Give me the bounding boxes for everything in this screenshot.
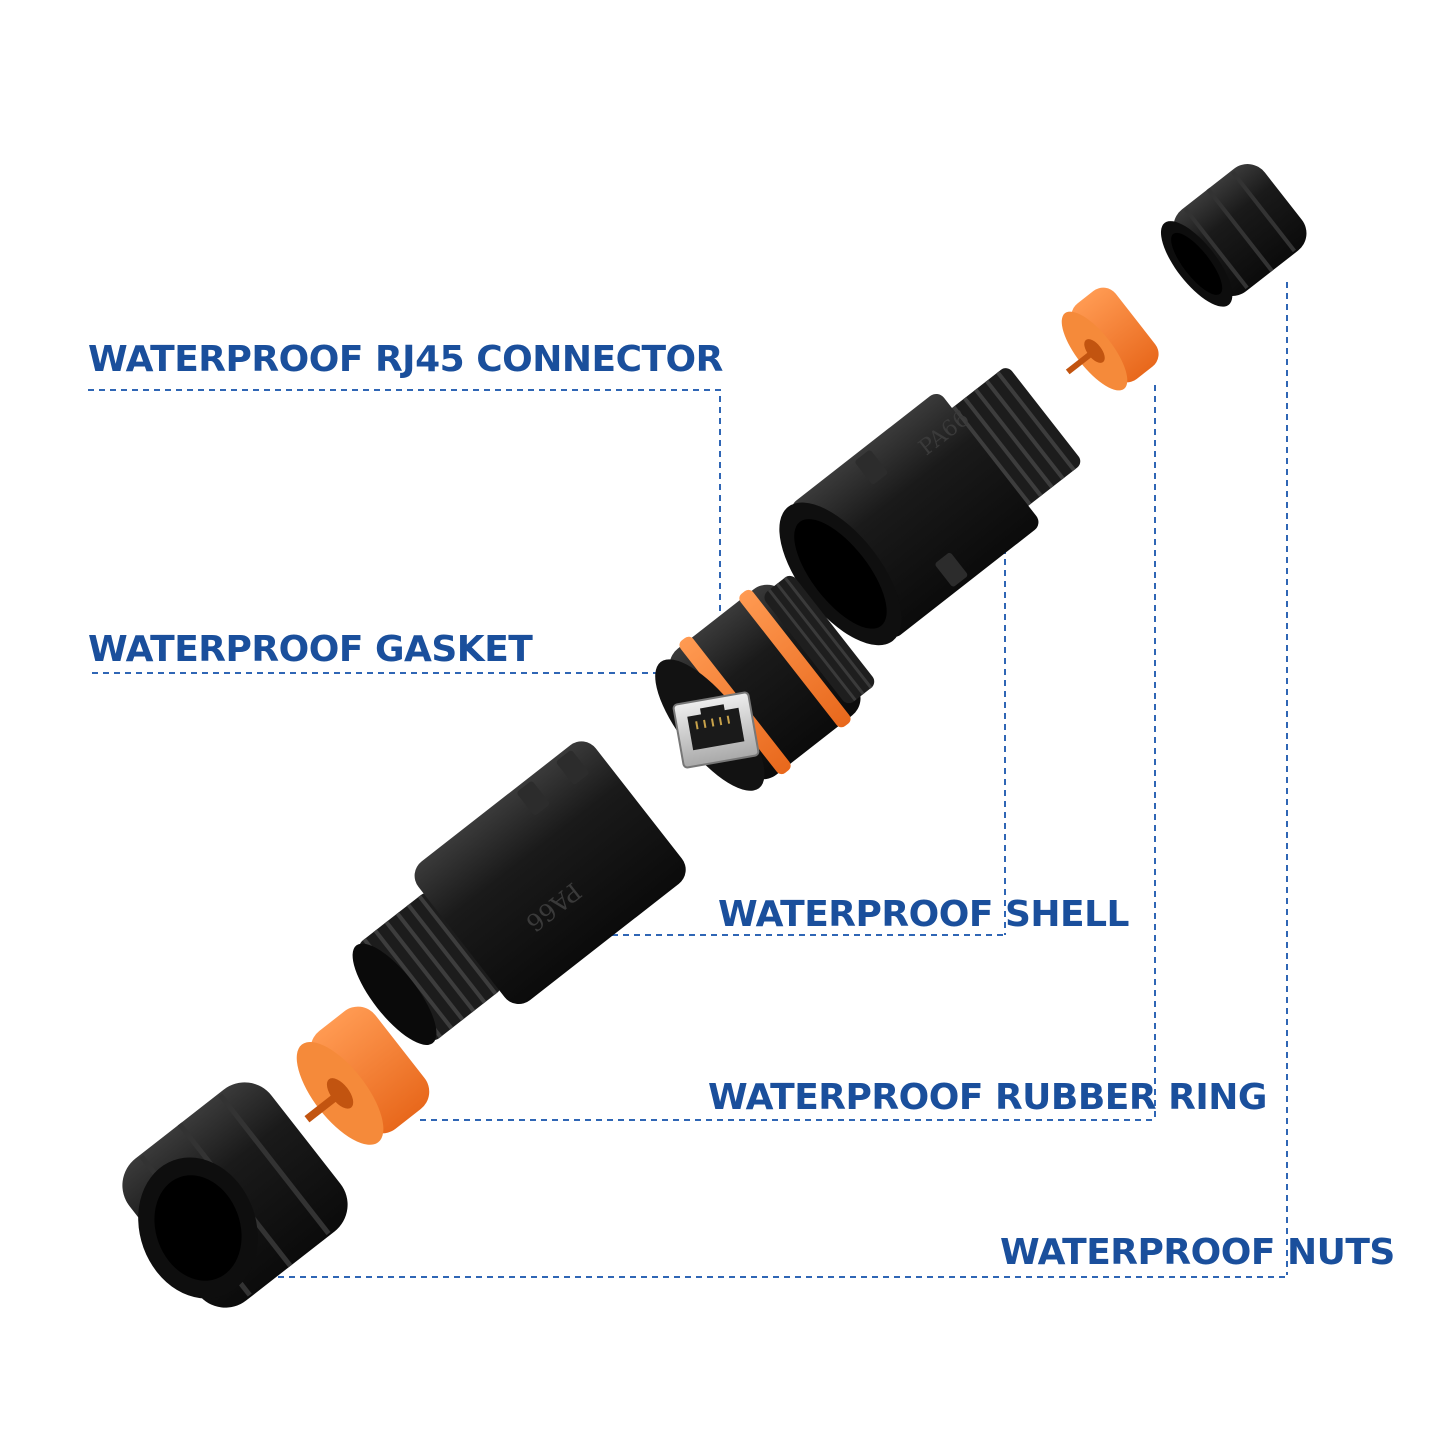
label-waterproof-gasket: WATERPROOF GASKET (88, 629, 533, 670)
rj45-jack (672, 691, 760, 769)
label-waterproof-nuts: WATERPROOF NUTS (1000, 1232, 1395, 1273)
label-waterproof-rubber-ring: WATERPROOF RUBBER RING (708, 1077, 1267, 1118)
waterproof-shell-top: PA66 (779, 368, 1081, 646)
label-waterproof-rj45-connector: WATERPROOF RJ45 CONNECTOR (88, 339, 723, 380)
waterproof-gasket-band-2 (739, 589, 851, 728)
rubber-ring-bottom (296, 1006, 430, 1145)
label-waterproof-shell: WATERPROOF SHELL (718, 894, 1130, 935)
leader-lines (88, 282, 1288, 1278)
waterproof-shell-bottom: PA66 (352, 741, 686, 1045)
waterproof-nut-top (1160, 164, 1307, 307)
rubber-ring-top (1061, 287, 1159, 391)
waterproof-nut-bottom-opening (138, 1157, 258, 1299)
leader-line-connector (88, 389, 721, 612)
